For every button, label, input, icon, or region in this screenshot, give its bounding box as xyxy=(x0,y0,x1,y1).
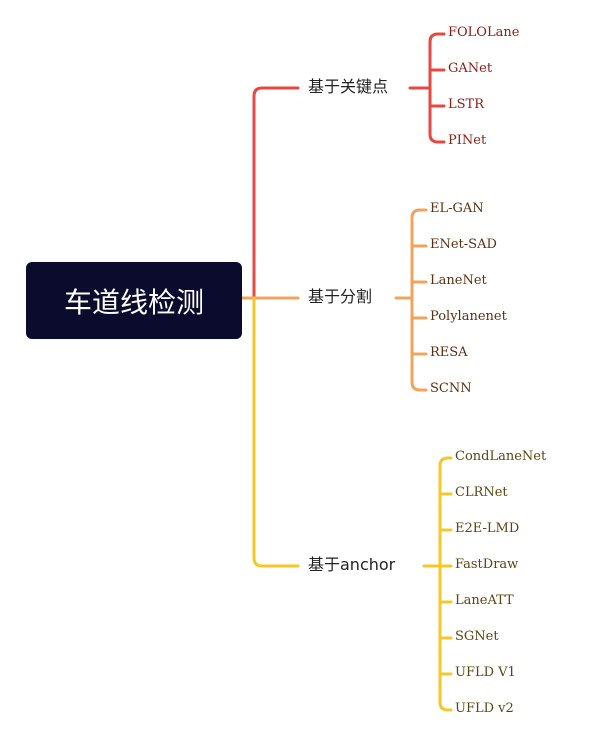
root-node[interactable]: 车道线检测 xyxy=(26,262,242,339)
leaf-node[interactable]: PINet xyxy=(448,133,487,148)
leaf-node[interactable]: SCNN xyxy=(430,381,472,396)
leaf-node[interactable]: GANet xyxy=(448,61,493,76)
leaf-node[interactable]: SGNet xyxy=(455,629,499,644)
leaf-node[interactable]: LaneATT xyxy=(455,593,514,608)
leaf-node[interactable]: ENet-SAD xyxy=(430,237,497,252)
leaf-node[interactable]: FastDraw xyxy=(455,557,519,572)
leaf-node[interactable]: FOLOLane xyxy=(448,25,520,40)
leaf-node[interactable]: LaneNet xyxy=(430,273,487,288)
leaf-node[interactable]: UFLD v2 xyxy=(455,701,514,716)
leaf-node[interactable]: RESA xyxy=(430,345,468,360)
leaf-node[interactable]: Polylanenet xyxy=(430,309,507,324)
leaf-node[interactable]: CLRNet xyxy=(455,485,508,500)
leaf-spine-3 xyxy=(438,456,450,712)
branch-label-3[interactable]: 基于anchor xyxy=(308,555,396,574)
leaf-node[interactable]: UFLD V1 xyxy=(455,665,516,680)
branch-label-1[interactable]: 基于关键点 xyxy=(308,77,389,96)
root-label: 车道线检测 xyxy=(63,285,204,319)
branch-connector-3 xyxy=(252,296,300,568)
branch-label-2[interactable]: 基于分割 xyxy=(308,287,373,306)
leaf-spine-1 xyxy=(428,32,440,144)
leaf-node[interactable]: EL-GAN xyxy=(430,201,484,216)
leaf-node[interactable]: E2E-LMD xyxy=(455,521,520,536)
branch-connector-1 xyxy=(252,86,300,300)
leaf-spine-2 xyxy=(410,208,422,392)
leaf-node[interactable]: LSTR xyxy=(448,97,484,112)
leaf-node[interactable]: CondLaneNet xyxy=(455,449,547,464)
